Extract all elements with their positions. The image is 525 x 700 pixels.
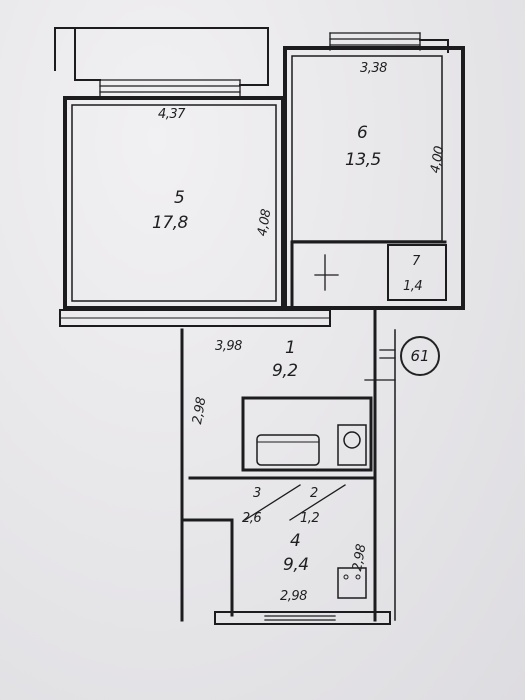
room-5-width: 4,37 [158,107,185,122]
bathroom-walls [241,396,373,472]
room-4-number: 4 [290,531,301,551]
balcony-outline [54,27,269,81]
bathtub-icon [256,434,320,466]
apartment-number-badge: 61 [400,336,440,376]
room-7-number: 7 [412,254,420,269]
room-1-area: 9,2 [272,361,298,381]
room-2-area: 1,2 [300,511,320,526]
room-2-number: 2 [310,486,318,501]
room-6-width: 3,38 [360,61,387,76]
room-4-width: 2,98 [280,589,307,604]
room-3-area: 2,6 [242,511,262,526]
window-room-5 [99,79,241,99]
room-6-number: 6 [357,123,368,143]
room-4-area: 9,4 [283,555,309,575]
room-6-area: 13,5 [345,150,381,170]
room-7-walls [387,244,447,301]
room-7-area: 1,4 [403,279,423,294]
stove-icon [337,567,367,599]
sink-icon [343,431,361,449]
room-1-number: 1 [285,338,296,358]
window-kitchen [264,615,336,621]
window-room-6 [329,32,421,51]
room-6-walls [283,46,465,310]
room-3-number: 3 [253,486,261,501]
room-5-area: 17,8 [152,213,188,233]
room-1-width: 3,98 [215,339,242,354]
room-5-number: 5 [174,188,185,208]
